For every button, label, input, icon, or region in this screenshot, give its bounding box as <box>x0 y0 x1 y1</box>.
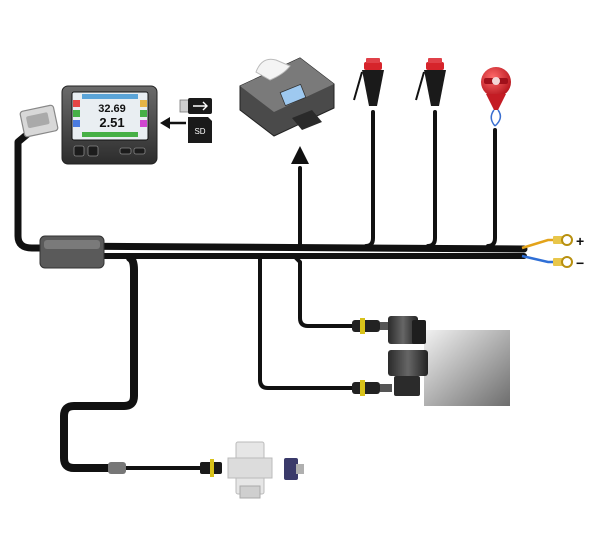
positive-ring-terminal <box>553 234 573 246</box>
valve-1-cable <box>294 256 356 328</box>
negative-label: − <box>576 255 584 271</box>
sensor-cable <box>486 128 497 248</box>
positive-label: + <box>576 233 584 249</box>
display-upper-value: 32.69 <box>98 103 126 115</box>
switch-2-bracket <box>415 71 425 101</box>
display-main-value: 2.51 <box>99 115 124 130</box>
red-sensor <box>481 67 511 127</box>
negative-ring-terminal <box>553 256 573 268</box>
cable-harness <box>14 110 528 472</box>
switch-2-cable <box>426 110 437 248</box>
valve-connector-1 <box>352 318 388 334</box>
usb-icon <box>179 98 212 114</box>
arrow-up-icon <box>291 146 309 164</box>
valve-connector-2 <box>352 380 392 396</box>
inline-sensor-tip <box>284 458 304 480</box>
printer-unit <box>239 57 335 137</box>
valve-manifold <box>424 330 510 406</box>
valve-2-cable <box>258 256 356 390</box>
positive-wire <box>521 238 556 250</box>
db-connector <box>19 104 59 138</box>
display-side-icons <box>73 100 147 127</box>
main-trunk-cable <box>51 242 528 253</box>
monitor-unit: 32.69 2.51 <box>61 85 158 165</box>
valve-block <box>352 316 510 406</box>
arrow-left-icon <box>160 117 186 129</box>
monitor-button-right-2[interactable] <box>133 147 146 155</box>
lower-branch-cable <box>60 254 138 472</box>
pressure-switch-1 <box>353 58 384 106</box>
monitor-button-home[interactable] <box>87 145 99 157</box>
switch-1-bracket <box>353 71 363 101</box>
monitor-cable <box>14 128 56 252</box>
power-leads: + − <box>521 233 584 271</box>
sd-label: SD <box>194 127 205 136</box>
sd-card-icon: SD <box>188 117 212 143</box>
inline-tee-fitting <box>227 441 273 499</box>
display-top-strip <box>82 94 138 99</box>
printer-paper-roll <box>255 58 291 81</box>
monitor-button-left[interactable] <box>73 145 85 157</box>
inline-sensor <box>108 441 304 499</box>
pressure-switch-2 <box>415 58 446 106</box>
monitor-button-right-1[interactable] <box>119 147 132 155</box>
negative-wire <box>521 254 556 264</box>
sensor-wires <box>490 109 502 127</box>
monitor-buttons <box>73 145 146 157</box>
inline-connector-left <box>108 462 126 474</box>
switch-1-cable <box>364 110 375 248</box>
valve-coil-2 <box>388 350 428 396</box>
valve-coil-1 <box>388 316 426 344</box>
junction-box <box>39 235 105 269</box>
